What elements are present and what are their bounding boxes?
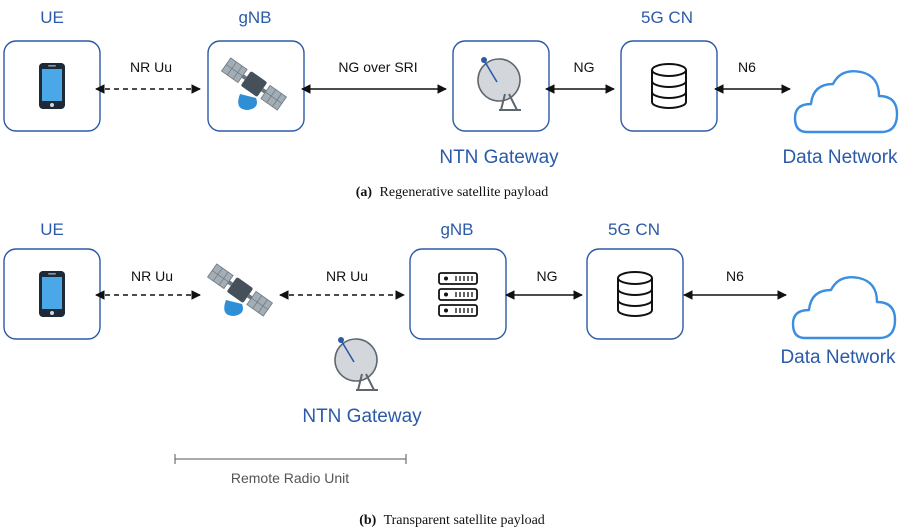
dn-label-a: Data Network <box>782 147 898 168</box>
satellite-icon <box>206 262 274 318</box>
caption-text-b: Transparent satellite payload <box>384 513 545 528</box>
database-icon <box>617 271 653 317</box>
caption-b: (b) Transparent satellite payload <box>359 513 545 528</box>
phone-icon <box>39 63 65 109</box>
server-rack-icon <box>438 272 478 317</box>
rru-label: Remote Radio Unit <box>231 470 349 486</box>
rru-bracket <box>174 454 407 464</box>
link-label-ue-sat-b: NR Uu <box>131 268 173 284</box>
gnb-label-b: gNB <box>440 220 473 239</box>
cn-label-a: 5G CN <box>641 8 693 27</box>
caption-text-a: Regenerative satellite payload <box>380 185 549 200</box>
phone-icon <box>39 271 65 317</box>
link-label-ue-gnb-a: NR Uu <box>130 59 172 75</box>
panel-a: UE gNB 5G CN NR Uu NG over SRI NG N6 NTN… <box>3 8 899 200</box>
gateway-label-a: NTN Gateway <box>439 147 559 168</box>
caption-a: (a) Regenerative satellite payload <box>356 185 549 200</box>
dn-label-b: Data Network <box>780 347 896 368</box>
caption-tag-b: (b) <box>359 513 376 528</box>
link-label-sat-gnb-b: NR Uu <box>326 268 368 284</box>
caption-tag-a: (a) <box>356 185 373 200</box>
ue-label-b: UE <box>40 220 64 239</box>
panel-b: UE gNB 5G CN NR Uu NR Uu NG N6 Data Netw… <box>3 220 897 528</box>
cloud-icon <box>791 276 897 340</box>
link-label-gnb-cn-b: NG <box>537 268 558 284</box>
link-label-gw-cn-a: NG <box>574 59 595 75</box>
ue-label-a: UE <box>40 8 64 27</box>
link-label-gnb-gw-a: NG over SRI <box>338 59 417 75</box>
cn-label-b: 5G CN <box>608 220 660 239</box>
link-label-cn-dn-a: N6 <box>738 59 756 75</box>
link-label-cn-dn-b: N6 <box>726 268 744 284</box>
cloud-icon <box>793 69 899 134</box>
database-icon <box>651 63 687 109</box>
gnb-label-a: gNB <box>238 8 271 27</box>
satellite-dish-icon <box>325 329 387 391</box>
gateway-label-b: NTN Gateway <box>302 406 422 427</box>
